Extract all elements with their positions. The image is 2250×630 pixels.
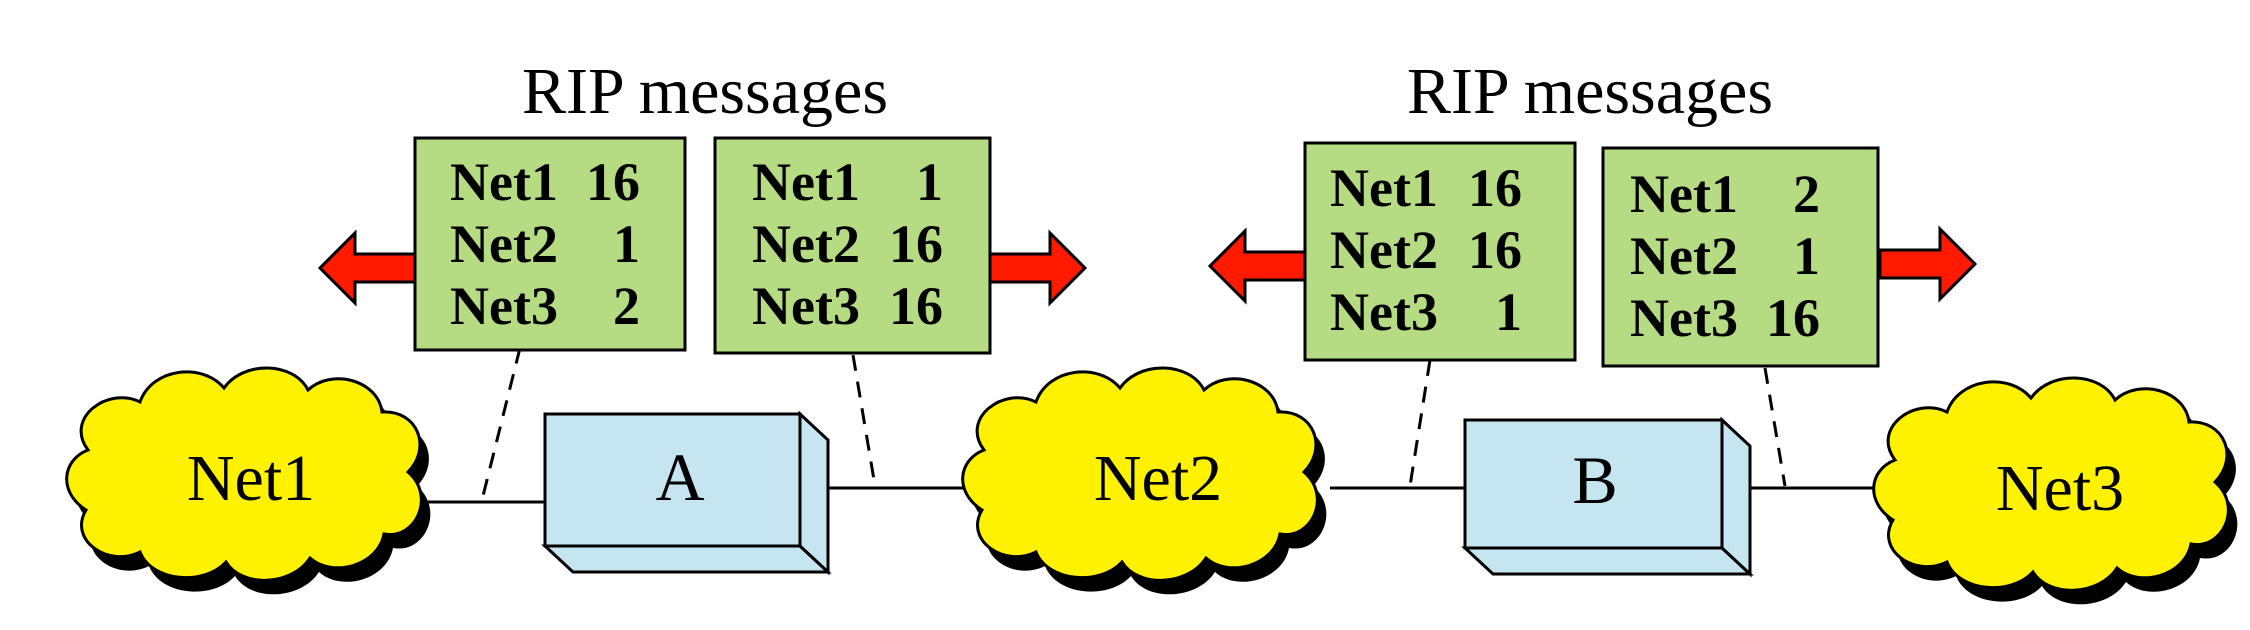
router-a-label: A <box>655 439 704 515</box>
arrow-left-a <box>317 229 417 307</box>
caption-right: RIP messages <box>1407 55 1773 128</box>
rip-message-b-left: Net1 16 Net2 16 Net3 1 <box>1303 141 1577 362</box>
router-b: B <box>1461 416 1754 578</box>
entry-net: Net3 <box>752 276 860 336</box>
arrow-right-a <box>988 229 1088 307</box>
entry-hops: 16 <box>1766 288 1820 348</box>
leader-a-left <box>480 347 522 501</box>
entry-hops: 16 <box>889 214 943 274</box>
leader-a-right <box>851 354 877 487</box>
entry-hops: 1 <box>613 214 640 274</box>
leader-b-left <box>1408 359 1432 487</box>
entry-net: Net3 <box>1630 288 1738 348</box>
entry-net: Net2 <box>1630 226 1738 286</box>
cloud-net1: Net1 <box>65 366 431 595</box>
entry-net: Net2 <box>1330 220 1438 280</box>
entry-hops: 2 <box>1793 164 1820 224</box>
entry-hops: 1 <box>1495 282 1522 342</box>
cloud-net3: Net3 <box>1872 376 2238 605</box>
message-leaders <box>480 347 1787 501</box>
rip-message-b-right: Net1 2 Net2 1 Net3 16 <box>1601 146 1880 368</box>
entry-net: Net3 <box>450 276 558 336</box>
entry-net: Net1 <box>450 152 558 212</box>
entry-net: Net2 <box>752 214 860 274</box>
net1-label: Net1 <box>187 442 315 515</box>
entry-hops: 16 <box>586 152 640 212</box>
entry-hops: 16 <box>889 276 943 336</box>
entry-net: Net1 <box>1630 164 1738 224</box>
leader-b-right <box>1763 367 1787 487</box>
net3-label: Net3 <box>1996 452 2124 525</box>
entry-net: Net1 <box>752 152 860 212</box>
rip-message-a-left: Net1 16 Net2 1 Net3 2 <box>413 136 687 352</box>
arrow-right-b <box>1878 225 1978 303</box>
arrow-left-b <box>1207 227 1307 305</box>
entry-hops: 2 <box>613 276 640 336</box>
router-b-label: B <box>1572 442 1617 518</box>
router-a: A <box>541 410 832 576</box>
net2-label: Net2 <box>1094 442 1222 515</box>
rip-message-a-right: Net1 1 Net2 16 Net3 16 <box>713 136 992 355</box>
entry-net: Net2 <box>450 214 558 274</box>
cloud-net2: Net2 <box>961 366 1327 595</box>
caption-left: RIP messages <box>522 55 888 128</box>
entry-hops: 16 <box>1468 220 1522 280</box>
entry-hops: 1 <box>916 152 943 212</box>
entry-hops: 16 <box>1468 158 1522 218</box>
entry-net: Net3 <box>1330 282 1438 342</box>
entry-hops: 1 <box>1793 226 1820 286</box>
entry-net: Net1 <box>1330 158 1438 218</box>
network-links <box>415 486 1880 504</box>
